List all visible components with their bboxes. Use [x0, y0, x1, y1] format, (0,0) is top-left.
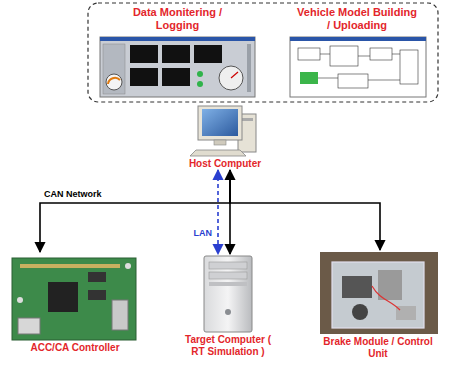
drawing-rect	[20, 264, 120, 268]
drawing-line	[231, 72, 238, 78]
host-computer-icon	[190, 106, 256, 156]
drawing-rect	[162, 45, 190, 63]
drawing-circle	[197, 71, 203, 77]
drawing-rect	[290, 37, 426, 97]
drawing-rect	[202, 109, 238, 136]
drawing-rect	[370, 48, 392, 60]
host-computer: Host Computer	[180, 104, 270, 170]
drawing-circle	[197, 81, 203, 87]
target-computer-tower	[204, 256, 252, 332]
drawing-path	[108, 78, 120, 84]
component-label: Host Computer	[180, 158, 270, 170]
component-label: Target Computer ( RT Simulation )	[180, 334, 276, 358]
drawing-rect	[247, 44, 251, 92]
drawing-circle	[125, 263, 131, 269]
screenshot-panel: Vehicle Model Building / Uploading	[282, 6, 432, 98]
drawing-rect	[209, 272, 247, 279]
drawing-rect	[88, 290, 106, 300]
drawing-rect	[48, 282, 78, 312]
edge-label: LAN	[194, 228, 213, 239]
drawing-rect	[342, 276, 372, 298]
panel-heading: Vehicle Model Building / Uploading	[295, 6, 419, 32]
drawing-rect	[198, 106, 242, 140]
controller-board	[12, 258, 136, 340]
drawing-rect	[12, 258, 136, 340]
drawing-rect	[400, 50, 418, 84]
drawing-rect	[320, 252, 438, 334]
brake-module: Brake Module / Control Unit	[312, 250, 444, 360]
controller-unit: ACC/CA Controller	[5, 252, 145, 354]
drawing-rect	[209, 282, 247, 286]
drawing-circle	[17, 297, 23, 303]
drawing-rect	[100, 37, 255, 97]
monitoring-screenshot	[100, 37, 255, 97]
screenshot-panel: Data Monitering / Logging	[95, 6, 260, 98]
drawing-path	[372, 286, 400, 310]
drawing-rect	[100, 37, 255, 41]
drawing-rect	[103, 44, 125, 94]
drawing-rect	[88, 272, 106, 282]
drawing-rect	[330, 46, 358, 66]
drawing-rect	[338, 74, 368, 88]
drawing-circle	[225, 309, 231, 315]
drawing-rect	[300, 72, 318, 84]
drawing-path	[318, 54, 400, 80]
drawing-rect	[194, 45, 222, 63]
can-connector	[229, 170, 231, 254]
group-outline	[88, 3, 438, 102]
drawing-rect	[204, 256, 252, 332]
drawing-rect	[378, 270, 402, 300]
drawing-rect	[112, 300, 128, 330]
can-connector	[230, 170, 380, 250]
drawing-rect	[18, 318, 40, 334]
drawing-circle	[106, 74, 122, 90]
drawing-rect	[290, 37, 426, 41]
network-label: CAN Network	[44, 189, 102, 200]
panel-heading: Data Monitering / Logging	[124, 6, 232, 32]
component-label: Brake Module / Control Unit	[319, 336, 437, 360]
drawing-rect	[130, 45, 158, 63]
drawing-rect	[241, 118, 253, 121]
drawing-rect	[162, 68, 190, 86]
drawing-rect	[332, 262, 424, 328]
drawing-rect	[130, 68, 158, 86]
drawing-rect	[396, 306, 416, 320]
model-screenshot	[290, 37, 426, 97]
target-computer: Target Computer ( RT Simulation )	[178, 254, 278, 358]
drawing-rect	[214, 140, 226, 145]
drawing-rect	[209, 262, 247, 269]
brake-module-photo	[320, 252, 438, 334]
lan-connector	[217, 170, 219, 254]
drawing-rect	[298, 48, 320, 60]
drawing-circle	[219, 66, 243, 90]
drawing-circle	[352, 304, 368, 320]
component-label: ACC/CA Controller	[5, 342, 145, 354]
drawing-path	[190, 150, 246, 156]
can-connector	[40, 170, 230, 252]
